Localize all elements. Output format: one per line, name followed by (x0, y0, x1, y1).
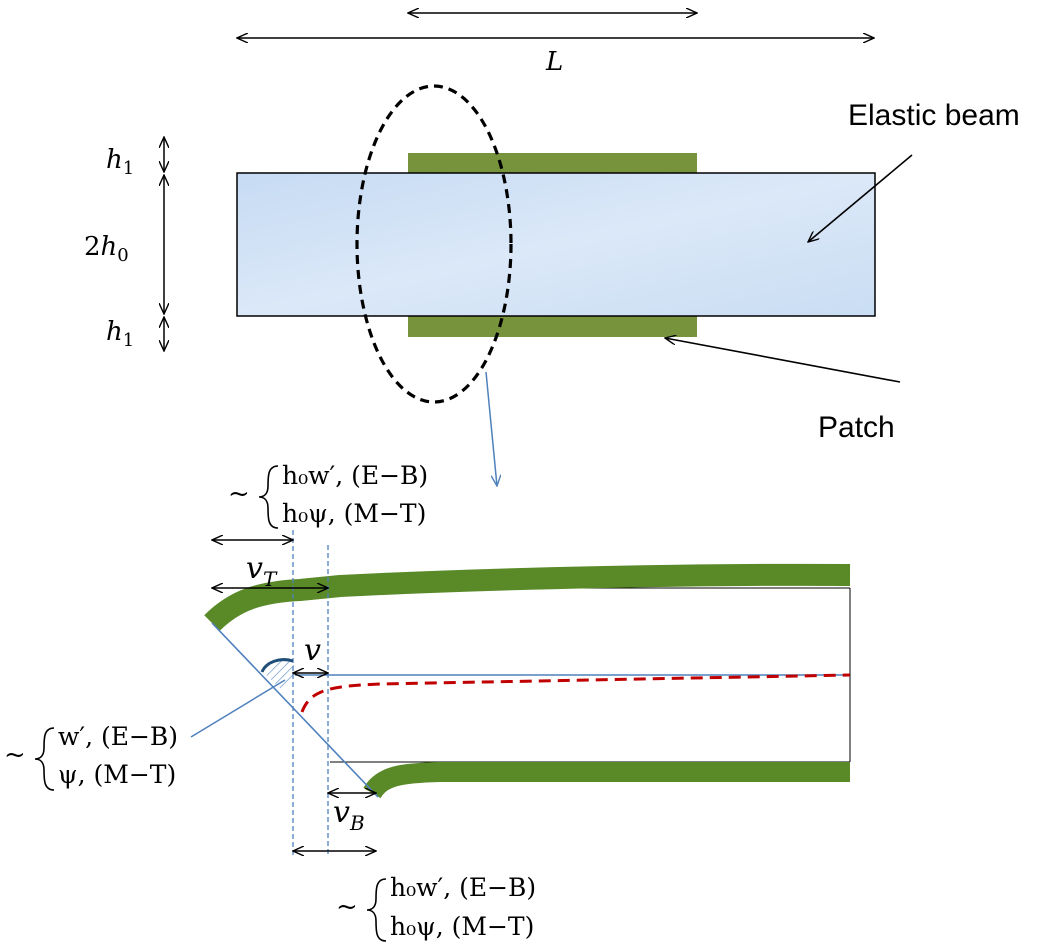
angle-pointer (190, 679, 286, 738)
zoom-connector-arrow (485, 371, 497, 486)
elastic-beam-pointer (808, 154, 913, 242)
elastic-beam (236, 172, 876, 317)
bottom-patch (408, 315, 697, 337)
rotation-angle-arc (260, 658, 294, 673)
top-note-brace (258, 465, 279, 529)
left-note-line1: w′, (E−B) (58, 722, 178, 751)
v-label: v (304, 633, 321, 668)
bottom-note-brace (366, 878, 387, 942)
zoom-ellipse (355, 84, 513, 404)
top-patch (408, 153, 697, 174)
elastic-beam-label: Elastic beam (848, 99, 1020, 132)
vt-label: vT (246, 551, 278, 591)
left-note-tilde: ~ (4, 740, 26, 770)
top-note-line2: h₀ψ, (M−T) (282, 499, 426, 528)
h1-top-label: h1 (106, 145, 134, 179)
neutral-axis-curve (300, 673, 851, 713)
rotated-section-line (211, 622, 379, 798)
bottom-note: ~ h₀w′, (E−B) h₀ψ, (M−T) (336, 873, 536, 942)
top-patch-end-cap (838, 564, 850, 586)
bottom-note-tilde: ~ (336, 892, 358, 922)
bottom-note-line1: h₀w′, (E−B) (390, 873, 536, 902)
length-label: L (545, 47, 563, 77)
left-note: ~ w′, (E−B) ψ, (M−T) (4, 722, 178, 791)
rotation-angle-sector (263, 659, 294, 690)
h0-label: 2h0 (84, 232, 129, 266)
bottom-patch-deformed (363, 762, 850, 799)
top-note: ~ h₀w′, (E−B) h₀ψ, (M−T) (228, 461, 428, 529)
left-note-brace (34, 727, 55, 791)
top-note-line1: h₀w′, (E−B) (282, 461, 428, 490)
top-patch-deformed (204, 563, 851, 632)
vb-label: vB (333, 795, 365, 835)
patch-pointer (665, 338, 901, 383)
h1-bottom-label: h1 (106, 317, 134, 351)
left-note-line2: ψ, (M−T) (58, 760, 176, 789)
patch-label: Patch (818, 411, 895, 444)
bottom-note-line2: h₀ψ, (M−T) (390, 912, 534, 941)
top-note-tilde: ~ (228, 479, 250, 509)
